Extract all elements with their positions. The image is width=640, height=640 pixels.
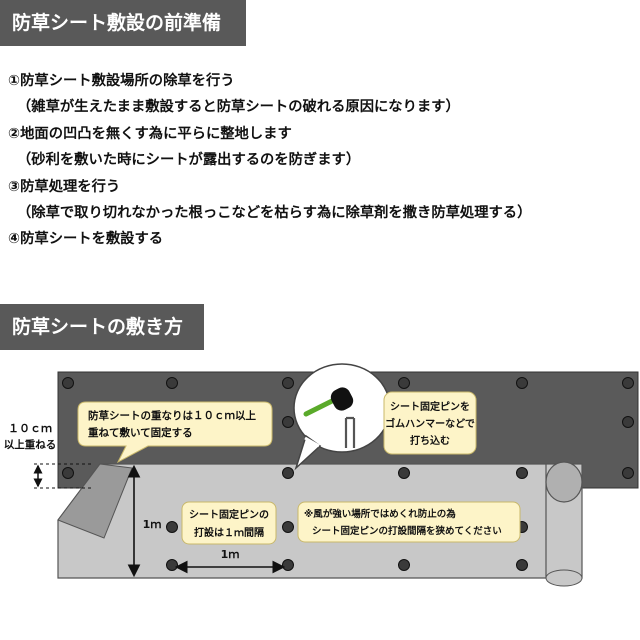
vertical-1m-label: 1ｍ [143,518,162,531]
overlap-dimension [33,463,92,489]
step-1: ①防草シート敷設場所の除草を行う [8,73,235,89]
step-3-note: （除草で取り切れなかった根っこなどを枯らす為に除草剤を撒き防草処理する） [17,204,532,221]
horizontal-1m-label: 1ｍ [221,548,240,561]
pins-top-row [62,377,634,389]
step-4: ④防草シートを敷設する [8,231,164,248]
sheet-laying-diagram: １０ｃｍ 以上重ねる 1ｍ 1ｍ 防草シートの重なりは１０ｃｍ以上 重ねて敷いて… [4,363,639,587]
overlap-label-line2: 以上重ねる [4,438,57,451]
section-title-preparation: 防草シート敷設の前準備 [0,0,246,46]
callout-wind-line1: ※風が強い場所ではめくれ防止の為 [304,508,456,520]
section-title-laying-method: 防草シートの敷き方 [0,304,204,350]
callout-wind-line2: シート固定ピンの打設間隔を狭めてください [312,525,502,537]
callout-pin-line2: 打設は１ｍ間隔 [194,526,264,539]
callout-pin-line1: シート固定ピンの [189,508,269,521]
callout-wind-note [297,501,521,543]
overlap-label-line1: １０ｃｍ [8,422,52,435]
hammer-handle [303,397,337,417]
callout-overlap [77,401,273,464]
pins-second-row [282,416,634,428]
callout-hammer-line1: シート固定ピンを [390,400,470,413]
callout-hammer [383,391,477,455]
step-2: ②地面の凹凸を無くす為に平らに整地します [8,125,292,142]
step-3: ③防草処理を行う [8,178,121,195]
pin-icon [344,416,356,448]
hammer-head-icon [330,387,354,411]
callout-overlap-line1: 防草シートの重なりは１０ｃｍ以上 [88,409,256,422]
callout-overlap-line2: 重ねて敷いて固定する [88,426,193,439]
step-1-note: （雑草が生えたまま敷設すると防草シートの破れる原因になります） [17,99,460,116]
callout-hammer-line2: ゴムハンマーなどで [385,417,475,430]
step-2-note: （砂利を敷いた時にシートが露出するのを防ぎます） [17,152,361,169]
sheet-roll-bottom [545,569,583,587]
callout-pin-interval [181,501,277,545]
preparation-steps: ①防草シート敷設場所の除草を行う （雑草が生えたまま敷設すると防草シートの破れる… [8,68,636,253]
callout-hammer-line3: 打ち込む [410,434,450,447]
sheet-roll-end [545,461,583,503]
